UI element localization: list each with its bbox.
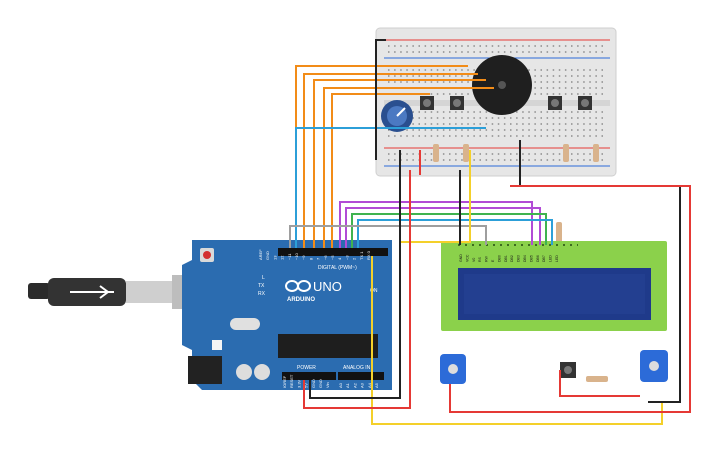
lcd-pin-label: DB3: [517, 255, 521, 262]
digital-pin-label: 2: [352, 257, 357, 260]
digital-pin-label: 12: [280, 255, 285, 260]
lcd-pin-label: V0: [472, 258, 476, 262]
brand-label: ARDUINO: [287, 297, 315, 303]
arduino-uno-board[interactable]: DIGITAL (PWM~) POWER ANALOG IN ARDUINO U…: [182, 240, 392, 390]
on-label: ON: [370, 288, 378, 294]
lcd-pin-label: DB2: [510, 255, 514, 262]
resistor-icon[interactable]: [593, 144, 599, 162]
resistor-icon[interactable]: [556, 222, 562, 244]
lcd-pin-label: LED: [555, 255, 559, 262]
power-pin-label: RESET: [289, 374, 294, 388]
analog-pin-label: A1: [345, 382, 350, 388]
lcd-pin-label: RS: [478, 256, 482, 262]
pushbutton-icon[interactable]: [450, 96, 464, 110]
digital-pin-label: AREF: [258, 249, 263, 260]
tx-label: TX: [258, 283, 265, 289]
power-pin-label: GND: [311, 379, 316, 388]
pushbutton-icon[interactable]: [548, 96, 562, 110]
lcd-pin-label: RW: [485, 256, 489, 262]
lcd-pin-label: E: [491, 259, 495, 262]
digital-pin-label: 7: [316, 257, 321, 260]
usb-cable-icon[interactable]: [28, 275, 206, 309]
digital-pin-label: 4: [337, 257, 342, 260]
digital-pin-label: RX 0: [366, 250, 371, 260]
capacitor: [236, 364, 252, 380]
digital-pin-label: GND: [265, 251, 270, 260]
resistor-icon[interactable]: [563, 144, 569, 162]
analog-pin-label: A5: [374, 382, 379, 388]
potentiometer-icon[interactable]: [381, 100, 413, 132]
digital-pin-label: ~6: [323, 255, 328, 260]
analog-pin-label: A2: [352, 382, 357, 388]
rgb-led-icon[interactable]: [440, 354, 466, 384]
analog-pin-label: A3: [360, 382, 365, 388]
digital-pin-label: 8: [308, 257, 313, 260]
lcd-pin-label: DB1: [504, 255, 508, 262]
wires: [289, 39, 691, 425]
lcd-display[interactable]: [441, 241, 667, 331]
pushbutton-icon[interactable]: [420, 96, 434, 110]
resistor-icon[interactable]: [433, 144, 439, 162]
digital-header[interactable]: [278, 248, 388, 256]
resistor-icon[interactable]: [586, 376, 608, 382]
lcd-pin-label: DB4: [523, 255, 527, 262]
l-label: L: [262, 275, 265, 281]
digital-pin-label: ~9: [301, 255, 306, 260]
rgb-led-icon[interactable]: [640, 350, 668, 382]
lcd-pin-label: LED: [549, 255, 553, 262]
digital-pin-label: ~3: [344, 255, 349, 260]
power-pin-label: GND: [318, 379, 323, 388]
power-header[interactable]: [282, 372, 336, 380]
rx-label: RX: [258, 291, 266, 297]
power-pin-label: IOREF: [282, 375, 287, 388]
icsp-header: [212, 340, 222, 350]
lcd-pin-label: VCC: [465, 254, 469, 262]
digital-pin-label: ~5: [330, 255, 335, 260]
lcd-pin-label: DB5: [529, 255, 533, 262]
digital-pin-label: ~11: [287, 253, 292, 260]
lcd-pin-label: DB6: [536, 255, 540, 262]
analog-label: ANALOG IN: [343, 365, 371, 371]
digital-pin-label: TX 1: [359, 251, 364, 260]
arduino-logo-icon: [285, 280, 311, 292]
lcd-pin-label: DB0: [497, 255, 501, 262]
buzzer-icon[interactable]: [472, 55, 532, 115]
model-label: UNO: [313, 279, 342, 294]
resistor-icon[interactable]: [463, 144, 469, 162]
digital-pin-label: ~10: [294, 252, 299, 260]
power-pin-label: Vin: [325, 382, 330, 388]
power-jack[interactable]: [188, 356, 222, 384]
analog-pin-label: A0: [338, 382, 343, 388]
power-pin-label: 5V: [304, 383, 309, 388]
lcd-pin-label: GND: [459, 254, 463, 262]
digital-pin-label: 13: [272, 255, 277, 260]
atmega-chip: [278, 334, 378, 358]
digital-label: DIGITAL (PWM~): [318, 265, 357, 271]
power-pin-label: 3.3V: [296, 379, 301, 388]
power-label: POWER: [297, 365, 316, 371]
pushbutton-icon[interactable]: [578, 96, 592, 110]
lcd-pin-label: DB7: [542, 255, 546, 262]
analog-header[interactable]: [338, 372, 384, 380]
pushbutton-icon[interactable]: [560, 362, 576, 378]
analog-pin-label: A4: [367, 382, 372, 388]
capacitor: [254, 364, 270, 380]
crystal: [230, 318, 260, 330]
